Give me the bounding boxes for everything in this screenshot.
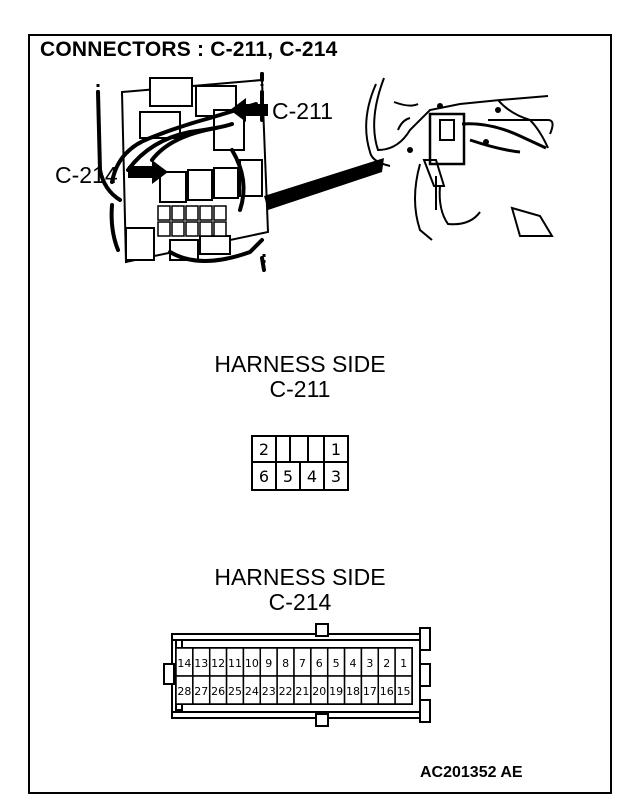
c211-pin-label: 5	[283, 467, 293, 486]
c214-pin-label: 14	[177, 657, 191, 670]
c214-pin-label: 4	[350, 657, 357, 670]
c211-pin-label: 4	[307, 467, 317, 486]
c214-pin-label: 27	[194, 685, 208, 698]
dashboard-view	[365, 77, 554, 241]
c214-pin-label: 15	[397, 685, 411, 698]
c214-pin-label: 7	[299, 657, 306, 670]
c214-pin-label: 9	[265, 657, 272, 670]
c214-pin-label: 26	[211, 685, 225, 698]
c214-pin-label: 10	[245, 657, 259, 670]
c211-callout-label: C-211	[272, 98, 333, 124]
c214-pin-label: 22	[279, 685, 293, 698]
c214-pin-label: 2	[383, 657, 390, 670]
c214-side-label: HARNESS SIDE	[214, 564, 386, 590]
c214-arrow	[128, 160, 168, 184]
c211-pin-label: 3	[331, 467, 341, 486]
c214-name-label: C-214	[268, 589, 332, 615]
c214-pin-label: 19	[329, 685, 343, 698]
c211-pin-label: 1	[331, 440, 341, 459]
c214-pin-label: 5	[333, 657, 340, 670]
c214-callout-label: C-214	[55, 162, 118, 188]
c214-pin-label: 6	[316, 657, 323, 670]
c214-pin-label: 18	[346, 685, 360, 698]
zoom-wedge	[264, 158, 384, 210]
c211-pin-4	[299, 461, 325, 491]
c211-pin-3	[323, 461, 349, 491]
c214-pin-label: 8	[282, 657, 289, 670]
c211-pin-label: 2	[259, 440, 269, 459]
c214-pin-label: 1	[400, 657, 407, 670]
c214-pin-label: 25	[228, 685, 242, 698]
c214-pin-label: 12	[211, 657, 225, 670]
page-title: CONNECTORS : C-211, C-214	[40, 38, 338, 61]
c211-pin-label: 6	[259, 467, 269, 486]
c214-pin-label: 3	[366, 657, 373, 670]
c214-pin-label: 11	[228, 657, 242, 670]
c211-heading: HARNESS SIDE C-211	[180, 352, 420, 402]
c214-pin-label: 24	[245, 685, 259, 698]
figure-code: AC201352 AE	[420, 764, 523, 781]
c214-pin-label: 21	[295, 685, 309, 698]
c214-pin-label: 13	[194, 657, 208, 670]
c214-pin-label: 28	[177, 685, 191, 698]
c214-pin-label: 16	[380, 685, 394, 698]
c214-pin-label: 17	[363, 685, 377, 698]
c214-pin-cell	[394, 675, 413, 705]
c214-pin-label: 20	[312, 685, 326, 698]
c214-heading: HARNESS SIDE C-214	[180, 565, 420, 615]
figure-frame	[28, 34, 612, 794]
c214-pin-label: 23	[262, 685, 276, 698]
c211-side-label: HARNESS SIDE	[214, 351, 386, 377]
c211-arrow	[230, 98, 268, 122]
c211-name-label: C-211	[269, 376, 331, 402]
